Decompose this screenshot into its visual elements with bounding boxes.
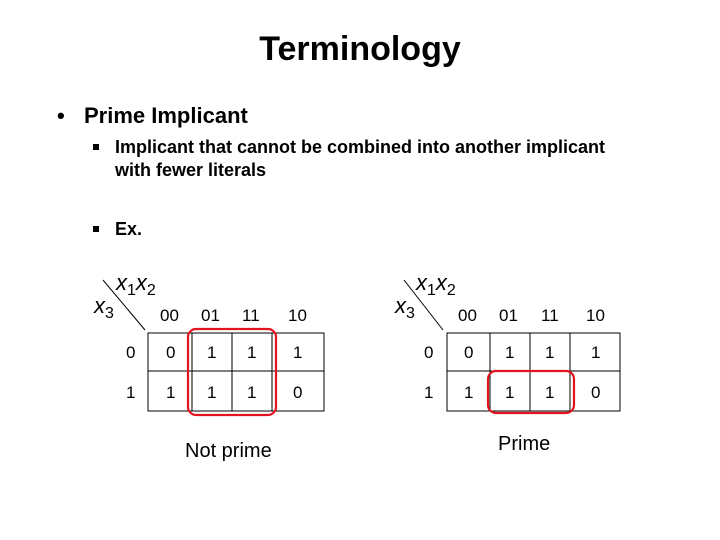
square-bullet-icon	[93, 226, 99, 232]
kmap-right-col-header: 01	[499, 306, 518, 325]
kmap-right-cell-value: 1	[464, 383, 474, 402]
kmap-left-cell-value: 0	[166, 343, 176, 362]
kmap-left-col-header: 00	[160, 306, 179, 325]
kmap-left-grid	[102, 279, 325, 417]
kmap-right-cell-value: 0	[464, 343, 474, 362]
example-label: Ex.	[115, 219, 143, 239]
kmap-right-row-var: x3	[395, 293, 415, 322]
kmap-right-col-header: 10	[586, 306, 605, 325]
kmap-right-cell-value: 1	[545, 343, 555, 362]
kmap-left-row-var: x3	[94, 293, 114, 322]
kmap-right-cell-value: 1	[591, 343, 601, 362]
kmap-right-grid	[403, 279, 621, 415]
kmap-right-cell	[569, 370, 621, 412]
kmap-right-group-outline	[486, 369, 576, 415]
kmap-left-cell-value: 0	[293, 383, 303, 402]
kmap-right-diagonal	[403, 279, 444, 331]
slide-title: Terminology	[259, 30, 461, 68]
kmap-left-cell-value: 1	[166, 383, 176, 402]
kmap-right-col-header: 00	[458, 306, 477, 325]
kmap-left-row-header: 0	[126, 343, 136, 362]
kmap-left-group-outline	[186, 327, 278, 417]
kmap-left-diagonal	[102, 279, 146, 331]
kmap-right-cell-value: 1	[505, 343, 515, 362]
kmap-left-cell-value: 1	[207, 383, 217, 402]
kmap-right-caption: Prime	[498, 433, 551, 455]
kmap-right-row-header: 1	[424, 383, 434, 402]
kmap-left-col-var: x1x2	[116, 270, 156, 299]
definition-line-2: with fewer literals	[115, 160, 267, 180]
bullet-text: Prime Implicant	[84, 103, 248, 128]
kmap-left-cell-value: 1	[207, 343, 217, 362]
kmap-left-col-header: 10	[288, 306, 307, 325]
kmap-left-cell	[271, 370, 325, 412]
kmap-right-row-header: 0	[424, 343, 434, 362]
kmap-left-caption: Not prime	[185, 440, 272, 462]
definition-line-1: Implicant that cannot be combined into a…	[115, 137, 606, 157]
kmap-left-col-header: 11	[242, 306, 260, 325]
square-bullet-icon	[93, 144, 99, 150]
kmap-right-col-var: x1x2	[416, 270, 456, 299]
kmap-right-cell-value: 0	[591, 383, 601, 402]
kmap-left-cell-value: 1	[293, 343, 303, 362]
kmap-right-cell-value: 1	[505, 383, 515, 402]
bullet-dot: •	[57, 103, 65, 128]
kmap-left-col-header: 01	[201, 306, 220, 325]
kmap-right-cell-value: 1	[545, 383, 555, 402]
kmap-left-row-header: 1	[126, 383, 136, 402]
kmap-right-col-header: 11	[541, 306, 559, 325]
kmap-left-cell-value: 1	[247, 383, 257, 402]
kmap-left-cell-value: 1	[247, 343, 257, 362]
